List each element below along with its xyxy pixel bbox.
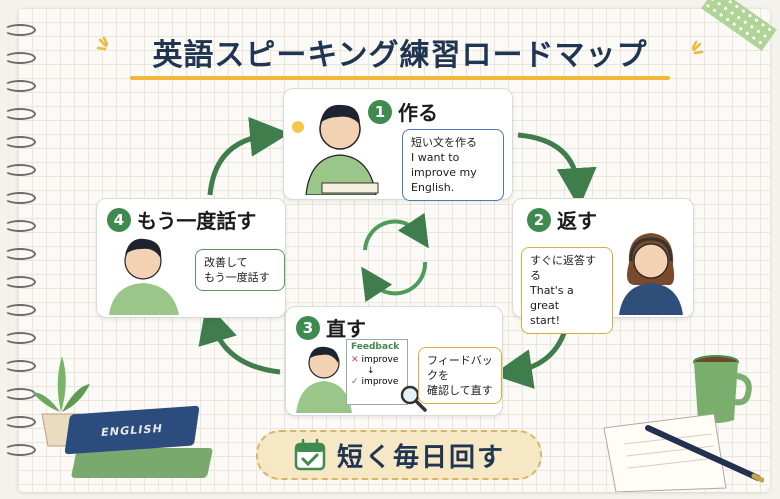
step-3-title: 3 直す [296, 313, 366, 342]
book-title: ENGLISH [100, 421, 164, 439]
bottom-motto: 短く毎日回す [256, 430, 542, 480]
bubble-line: 改善して [204, 256, 248, 269]
coffee-mug-illustration [693, 355, 752, 423]
step-2-title: 2 返す [527, 205, 597, 234]
calendar-check-icon [294, 438, 326, 471]
bubble-line: もう一度話す [204, 271, 270, 284]
step-2-number-badge: 2 [527, 207, 551, 232]
title-block: 英語スピーキング練習ロードマップ [120, 30, 680, 80]
bubble-line: 確認して直す [427, 384, 493, 397]
step-1-number-badge: 1 [368, 99, 392, 124]
step-4-title: 4 もう一度話す [107, 205, 256, 234]
arrow-4-to-1 [207, 116, 290, 196]
magnifier-icon [400, 385, 427, 412]
feedback-header: Feedback [351, 342, 400, 352]
sparkle-right-icon [691, 40, 704, 55]
step-1-card: 1 作る 短い文を作る I want to improve my English… [283, 88, 513, 201]
bubble-line: すぐに返答する [530, 254, 596, 282]
step-3-title-text: 直す [326, 317, 366, 341]
step-1-title-text: 作る [398, 101, 438, 125]
bubble-line: That's a great [530, 284, 574, 312]
feedback-right-row: ✓ improve [347, 376, 407, 388]
step-1-title: 1 作る [368, 97, 438, 126]
feedback-right-word: improve [361, 377, 399, 387]
sparkle-left-icon [96, 36, 109, 51]
bottom-motto-text: 短く毎日回す [336, 442, 505, 473]
bubble-line: English. [411, 181, 455, 194]
title-underline [130, 76, 670, 80]
feedback-wrong-word: improve [361, 355, 399, 365]
page-title: 英語スピーキング練習ロードマップ [152, 38, 648, 73]
arrow-3-to-4 [198, 302, 281, 375]
woman-headset-illustration [619, 233, 683, 315]
step-3-card: 3 直す Feedback ✕ improve ↓ ✓ improve フィード… [285, 306, 503, 416]
bubble-line: start! [530, 314, 561, 327]
bubble-line: improve my [411, 166, 477, 179]
step-4-speech-bubble: 改善して もう一度話す [195, 249, 285, 291]
bubble-line: 短い文を作る [411, 136, 477, 149]
step-2-speech-bubble: すぐに返答する That's a great start! [521, 247, 613, 334]
step-4-title-text: もう一度話す [137, 209, 257, 233]
step-4-number-badge: 4 [107, 207, 131, 232]
person-speaking-illustration [109, 238, 179, 315]
bubble-line: I want to [411, 151, 460, 164]
center-cycle-arc-bottom [361, 261, 428, 303]
check-icon: ✓ [351, 377, 359, 387]
person-thinking-illustration [292, 104, 379, 195]
step-3-number-badge: 3 [296, 315, 320, 340]
down-arrow-icon: ↓ [367, 366, 375, 376]
english-book-stack: ENGLISH [64, 404, 214, 486]
person-reviewing-illustration [296, 346, 352, 413]
feedback-sheet: Feedback ✕ improve ↓ ✓ improve [346, 339, 408, 405]
notepad-pen-illustration [603, 413, 764, 492]
cross-icon: ✕ [351, 355, 359, 365]
step-2-title-text: 返す [557, 209, 597, 233]
step-2-card: 2 返す すぐに返答する That's a great start! [512, 198, 694, 334]
step-4-card: 4 もう一度話す 改善して もう一度話す [96, 198, 286, 318]
center-cycle-arc-top [363, 212, 429, 251]
spiral-binding [4, 14, 38, 484]
arrow-1-to-2 [517, 132, 597, 208]
step-3-speech-bubble: フィードバックを 確認して直す [418, 347, 502, 404]
bubble-line: フィードバックを [427, 354, 493, 382]
step-1-speech-bubble: 短い文を作る I want to improve my English. [402, 129, 504, 201]
feedback-wrong-row: ✕ improve [347, 354, 407, 366]
